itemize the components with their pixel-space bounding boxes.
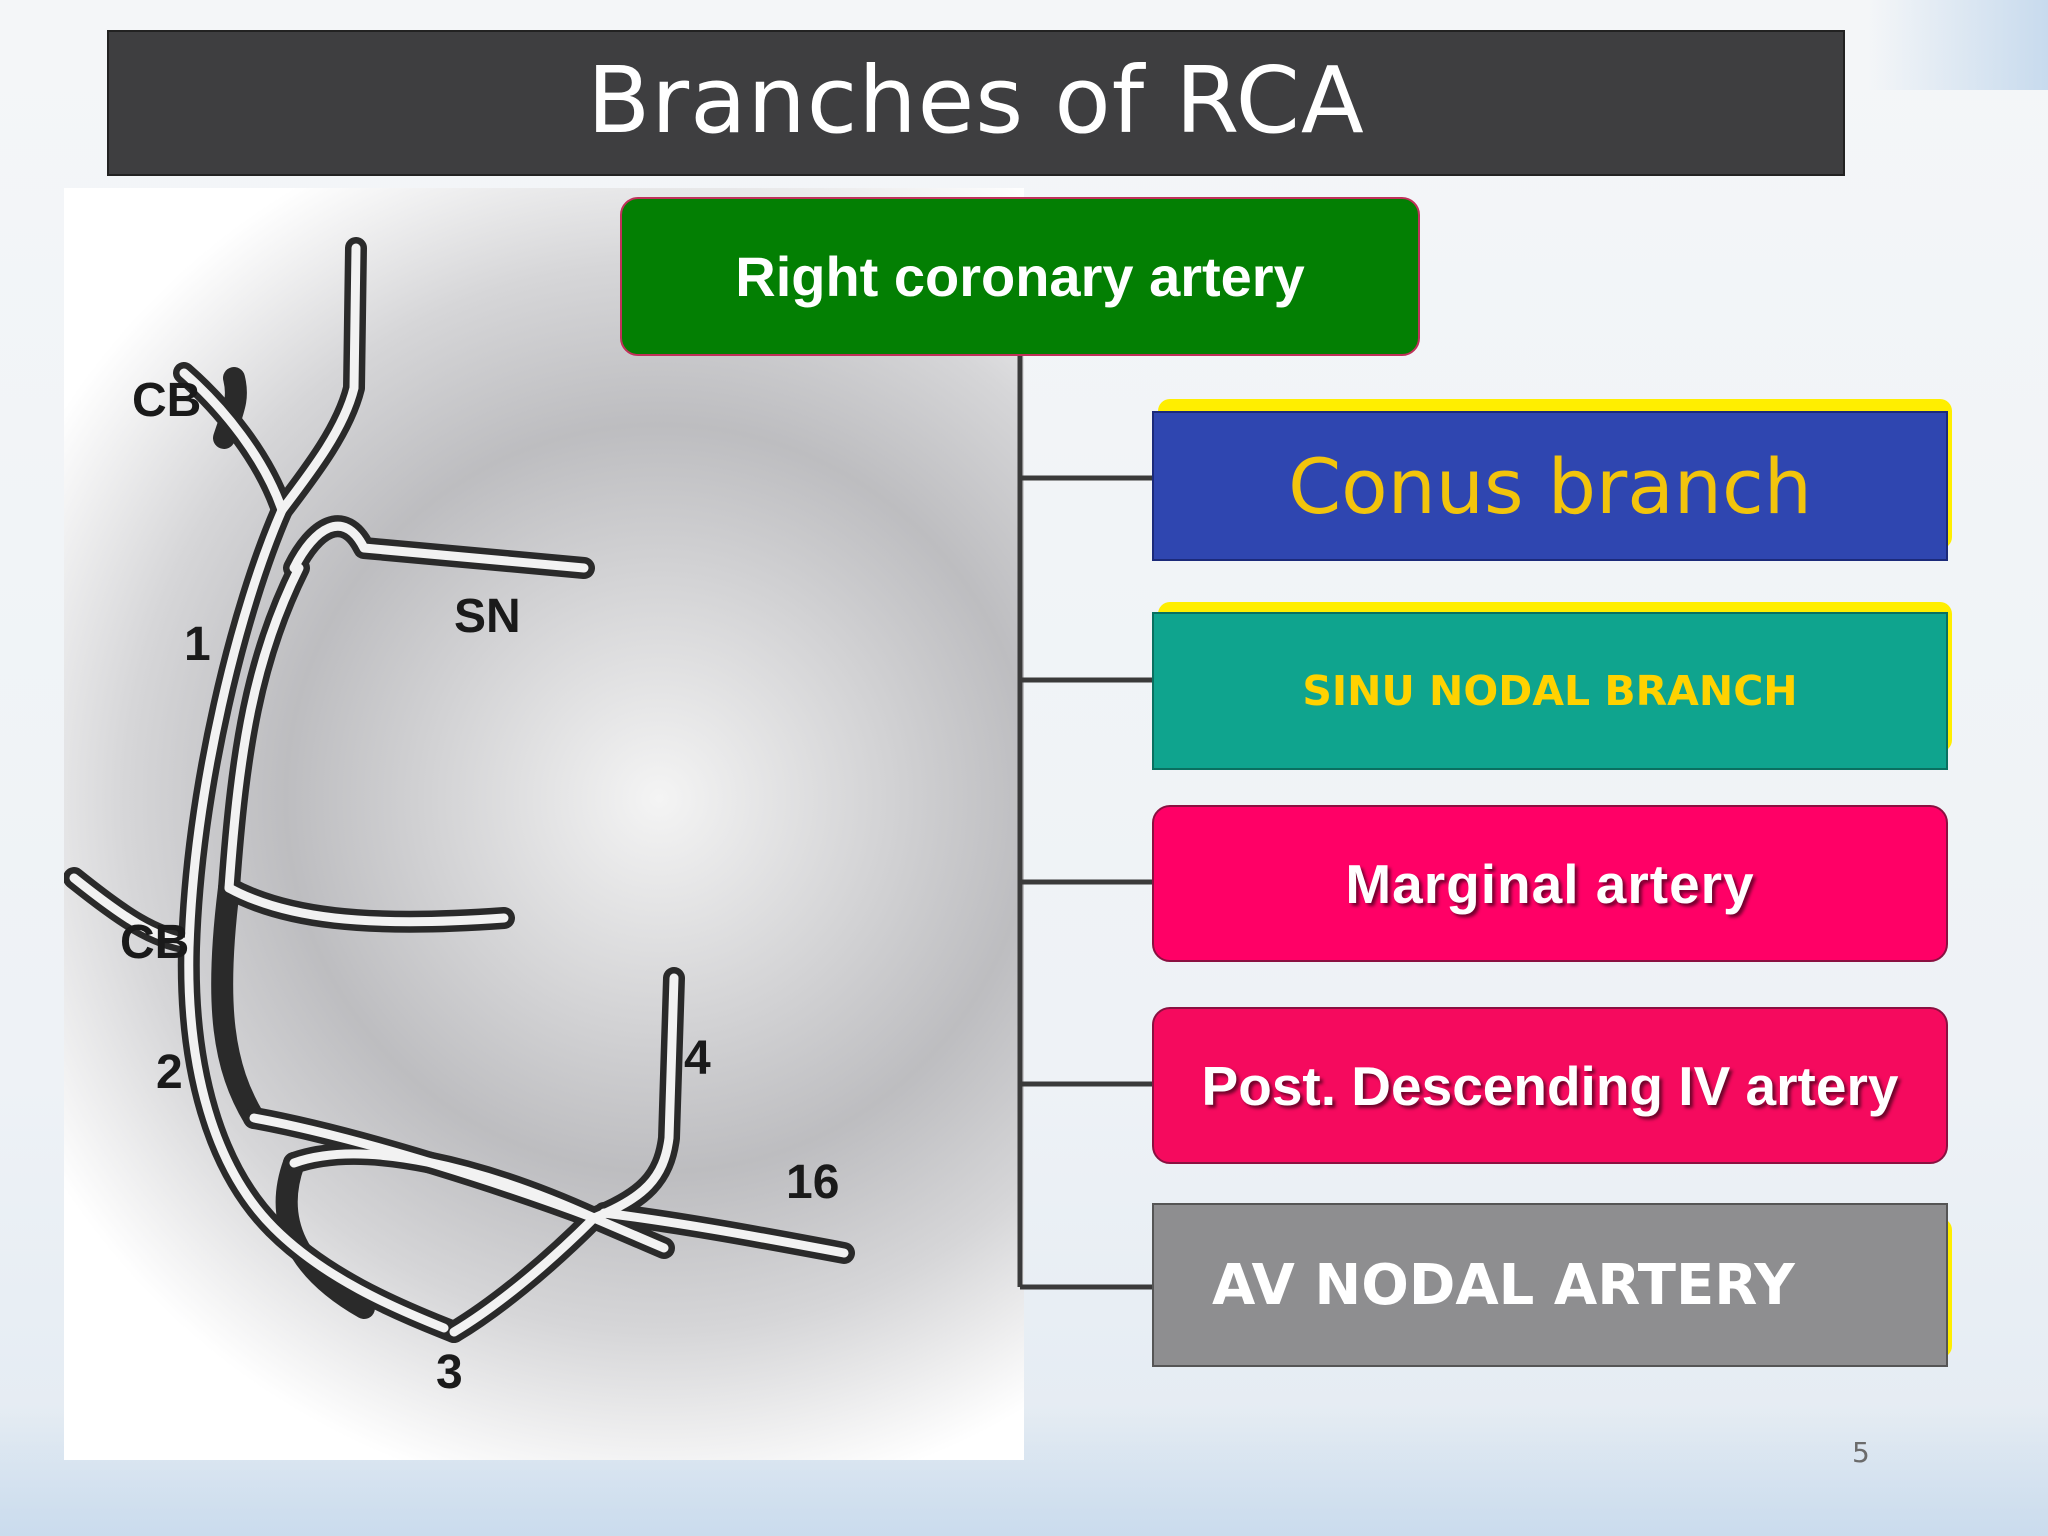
node-post-descending: Post. Descending IV artery bbox=[1152, 1007, 1948, 1164]
label-sn: SN bbox=[454, 590, 521, 643]
label-segment-2: 2 bbox=[156, 1046, 183, 1099]
node-conus-branch: Conus branch bbox=[1152, 411, 1948, 561]
node-post-label: Post. Descending IV artery bbox=[1201, 1054, 1899, 1117]
label-segment-16: 16 bbox=[786, 1156, 839, 1209]
root-node-rca: Right coronary artery bbox=[620, 197, 1420, 356]
node-sinu-nodal-branch: SINU NODAL BRANCH bbox=[1152, 612, 1948, 770]
label-cb-left: CB bbox=[120, 916, 189, 969]
title-bar: Branches of RCA bbox=[107, 30, 1845, 176]
artery-drawing: CB SN 1 CB 2 4 16 3 bbox=[64, 237, 855, 1399]
root-node-label: Right coronary artery bbox=[735, 245, 1305, 308]
lower-left-loop-vessel bbox=[275, 1152, 375, 1319]
page-number: 5 bbox=[1852, 1436, 1870, 1469]
rca-illustration: CB SN 1 CB 2 4 16 3 bbox=[64, 188, 1024, 1460]
slide-title: Branches of RCA bbox=[587, 47, 1365, 154]
node-marginal-label: Marginal artery bbox=[1345, 852, 1755, 915]
label-segment-4: 4 bbox=[684, 1032, 711, 1085]
conus-fork-vessel bbox=[213, 367, 247, 449]
node-marginal-artery: Marginal artery bbox=[1152, 805, 1948, 962]
label-segment-1: 1 bbox=[184, 618, 211, 671]
node-av-nodal-artery: AV NODAL ARTERY bbox=[1152, 1203, 1948, 1367]
label-segment-3: 3 bbox=[436, 1346, 463, 1399]
inner-curve-vessel bbox=[211, 877, 265, 1129]
decorative-corner-top bbox=[1868, 0, 2048, 90]
node-sinu-label: SINU NODAL BRANCH bbox=[1302, 667, 1798, 715]
node-av-label: AV NODAL ARTERY bbox=[1212, 1252, 1795, 1318]
label-cb-top: CB bbox=[132, 374, 201, 427]
node-conus-label: Conus branch bbox=[1288, 441, 1812, 531]
